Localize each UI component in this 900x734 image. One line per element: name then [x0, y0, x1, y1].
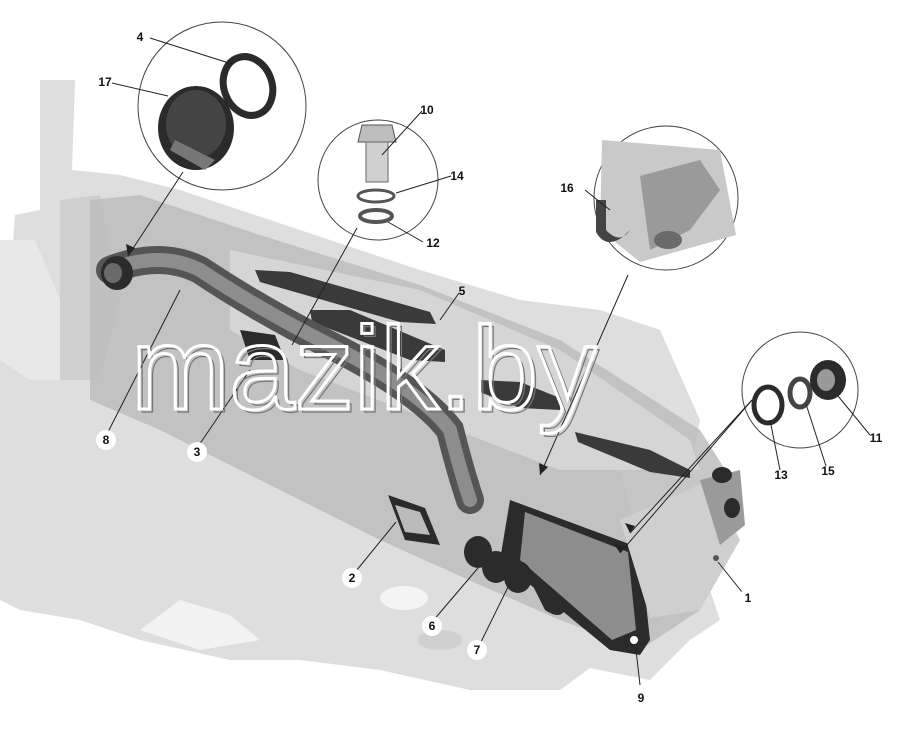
callout-2: 2: [349, 571, 356, 585]
callout-6: 6: [429, 619, 436, 633]
leader-arrowheads: [126, 244, 635, 553]
callout-1: 1: [745, 591, 752, 605]
callout-8: 8: [103, 433, 110, 447]
callout-12: 12: [426, 236, 440, 250]
watermark-text: mazik.by: [131, 303, 597, 435]
watermark-outline: mazik.by: [134, 306, 600, 438]
callout-14: 14: [450, 169, 464, 183]
leader-lines: [105, 37, 871, 686]
callout-numbers: 1 2 3 4 5 6 7 8 9 10 11 12 13 14 15 16 1…: [96, 30, 883, 705]
outlet-hoses: [464, 536, 565, 615]
mounting-bracket-plate: [500, 500, 650, 655]
detail-view-hook: [593, 125, 739, 271]
small-plate: [388, 495, 440, 545]
detail-view-bolt: [317, 119, 439, 241]
callout-5: 5: [459, 284, 466, 298]
detail-view-cap: [137, 21, 307, 191]
callout-10: 10: [420, 103, 434, 117]
callout-9: 9: [638, 691, 645, 705]
callout-13: 13: [774, 468, 788, 482]
callout-7: 7: [474, 643, 481, 657]
side-box: [620, 467, 745, 618]
callout-15: 15: [821, 464, 835, 478]
callout-17: 17: [98, 75, 112, 89]
callout-4: 4: [137, 30, 144, 44]
callout-11: 11: [870, 431, 883, 445]
filler-pipe: [96, 246, 484, 514]
watermark: mazik.by mazik.by: [130, 302, 601, 439]
tank-straps: [255, 270, 690, 478]
detail-view-nut-washers: [741, 331, 859, 449]
callout-3: 3: [194, 445, 201, 459]
callout-16: 16: [560, 181, 574, 195]
